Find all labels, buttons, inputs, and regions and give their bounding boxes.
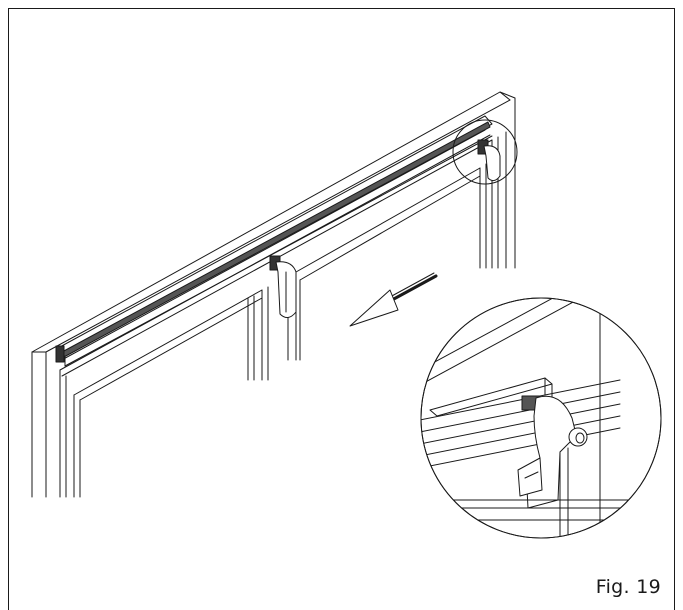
middle-latch bbox=[269, 255, 297, 318]
figure-frame bbox=[8, 8, 675, 610]
sash-panels bbox=[73, 163, 487, 498]
latch-detail-icon bbox=[420, 297, 662, 539]
right-latch bbox=[477, 139, 501, 182]
figure-caption: Fig. 19 bbox=[595, 576, 661, 598]
slide-direction-arrow-icon bbox=[349, 272, 438, 327]
detail-callout-circle bbox=[452, 119, 518, 185]
top-rail bbox=[55, 115, 493, 367]
